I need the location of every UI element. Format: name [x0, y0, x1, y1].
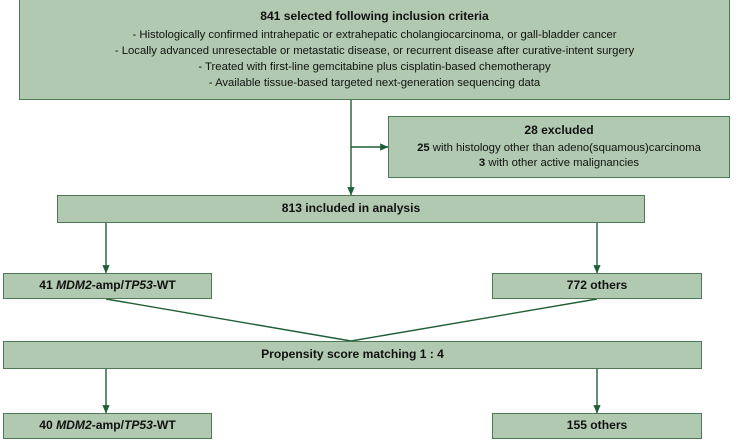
inclusion-title: 841 selected following inclusion criteri… [260, 9, 489, 24]
mdm2-pre-suffix: -WT [152, 278, 176, 293]
node-mdm2-amp-tp53-wt-pre: 41 MDM2-amp/TP53-WT [3, 273, 212, 299]
excluded-reason-1-count: 25 [417, 142, 430, 155]
others-post-label: 155 others [566, 418, 628, 433]
inclusion-bullet-2: - Locally advanced unresectable or metas… [114, 45, 635, 58]
node-mdm2-amp-tp53-wt-post: 40 MDM2-amp/TP53-WT [3, 413, 212, 439]
excluded-reason-1: 25 with histology other than adeno(squam… [417, 141, 701, 156]
mdm2-pre-label: 41 MDM2-amp/TP53-WT [39, 278, 175, 294]
excluded-reason-1-text: with histology other than adeno(squamous… [429, 142, 701, 155]
mdm2-post-gene-1: MDM2 [56, 418, 92, 433]
mdm2-post-label: 40 MDM2-amp/TP53-WT [39, 418, 175, 434]
excluded-title: 28 excluded [524, 123, 594, 138]
mdm2-pre-gene-1: MDM2 [56, 278, 92, 293]
mdm2-pre-mid: -amp/ [91, 278, 124, 293]
mdm2-post-gene-2: TP53 [123, 418, 153, 433]
mdm2-post-count: 40 [39, 418, 57, 433]
connector-others-pre-to-psm [350, 298, 598, 342]
excluded-reason-2-count: 3 [478, 156, 486, 169]
mdm2-pre-gene-2: TP53 [123, 278, 153, 293]
included-label: 813 included in analysis [281, 201, 421, 216]
inclusion-bullet-1: - Histologically confirmed intrahepatic … [132, 29, 617, 42]
node-excluded: 28 excluded 25 with histology other than… [388, 116, 730, 178]
mdm2-post-mid: -amp/ [91, 418, 124, 433]
inclusion-bullet-4: - Available tissue-based targeted next-g… [208, 76, 541, 89]
mdm2-pre-count: 41 [39, 278, 57, 293]
node-propensity-score-matching: Propensity score matching 1 : 4 [3, 341, 702, 369]
connector-mdm2-pre-to-psm [105, 298, 352, 342]
node-others-pre: 772 others [492, 273, 702, 299]
others-pre-label: 772 others [566, 278, 628, 293]
node-included-in-analysis: 813 included in analysis [57, 195, 645, 223]
node-inclusion-criteria: 841 selected following inclusion criteri… [19, 0, 730, 100]
excluded-reason-2-text: with other active malignancies [485, 156, 640, 169]
excluded-reason-2: 3 with other active malignancies [479, 156, 639, 171]
psm-label: Propensity score matching 1 : 4 [261, 347, 444, 362]
mdm2-post-suffix: -WT [152, 418, 176, 433]
node-others-post: 155 others [492, 413, 702, 439]
inclusion-bullet-3: - Treated with first-line gemcitabine pl… [198, 60, 551, 73]
